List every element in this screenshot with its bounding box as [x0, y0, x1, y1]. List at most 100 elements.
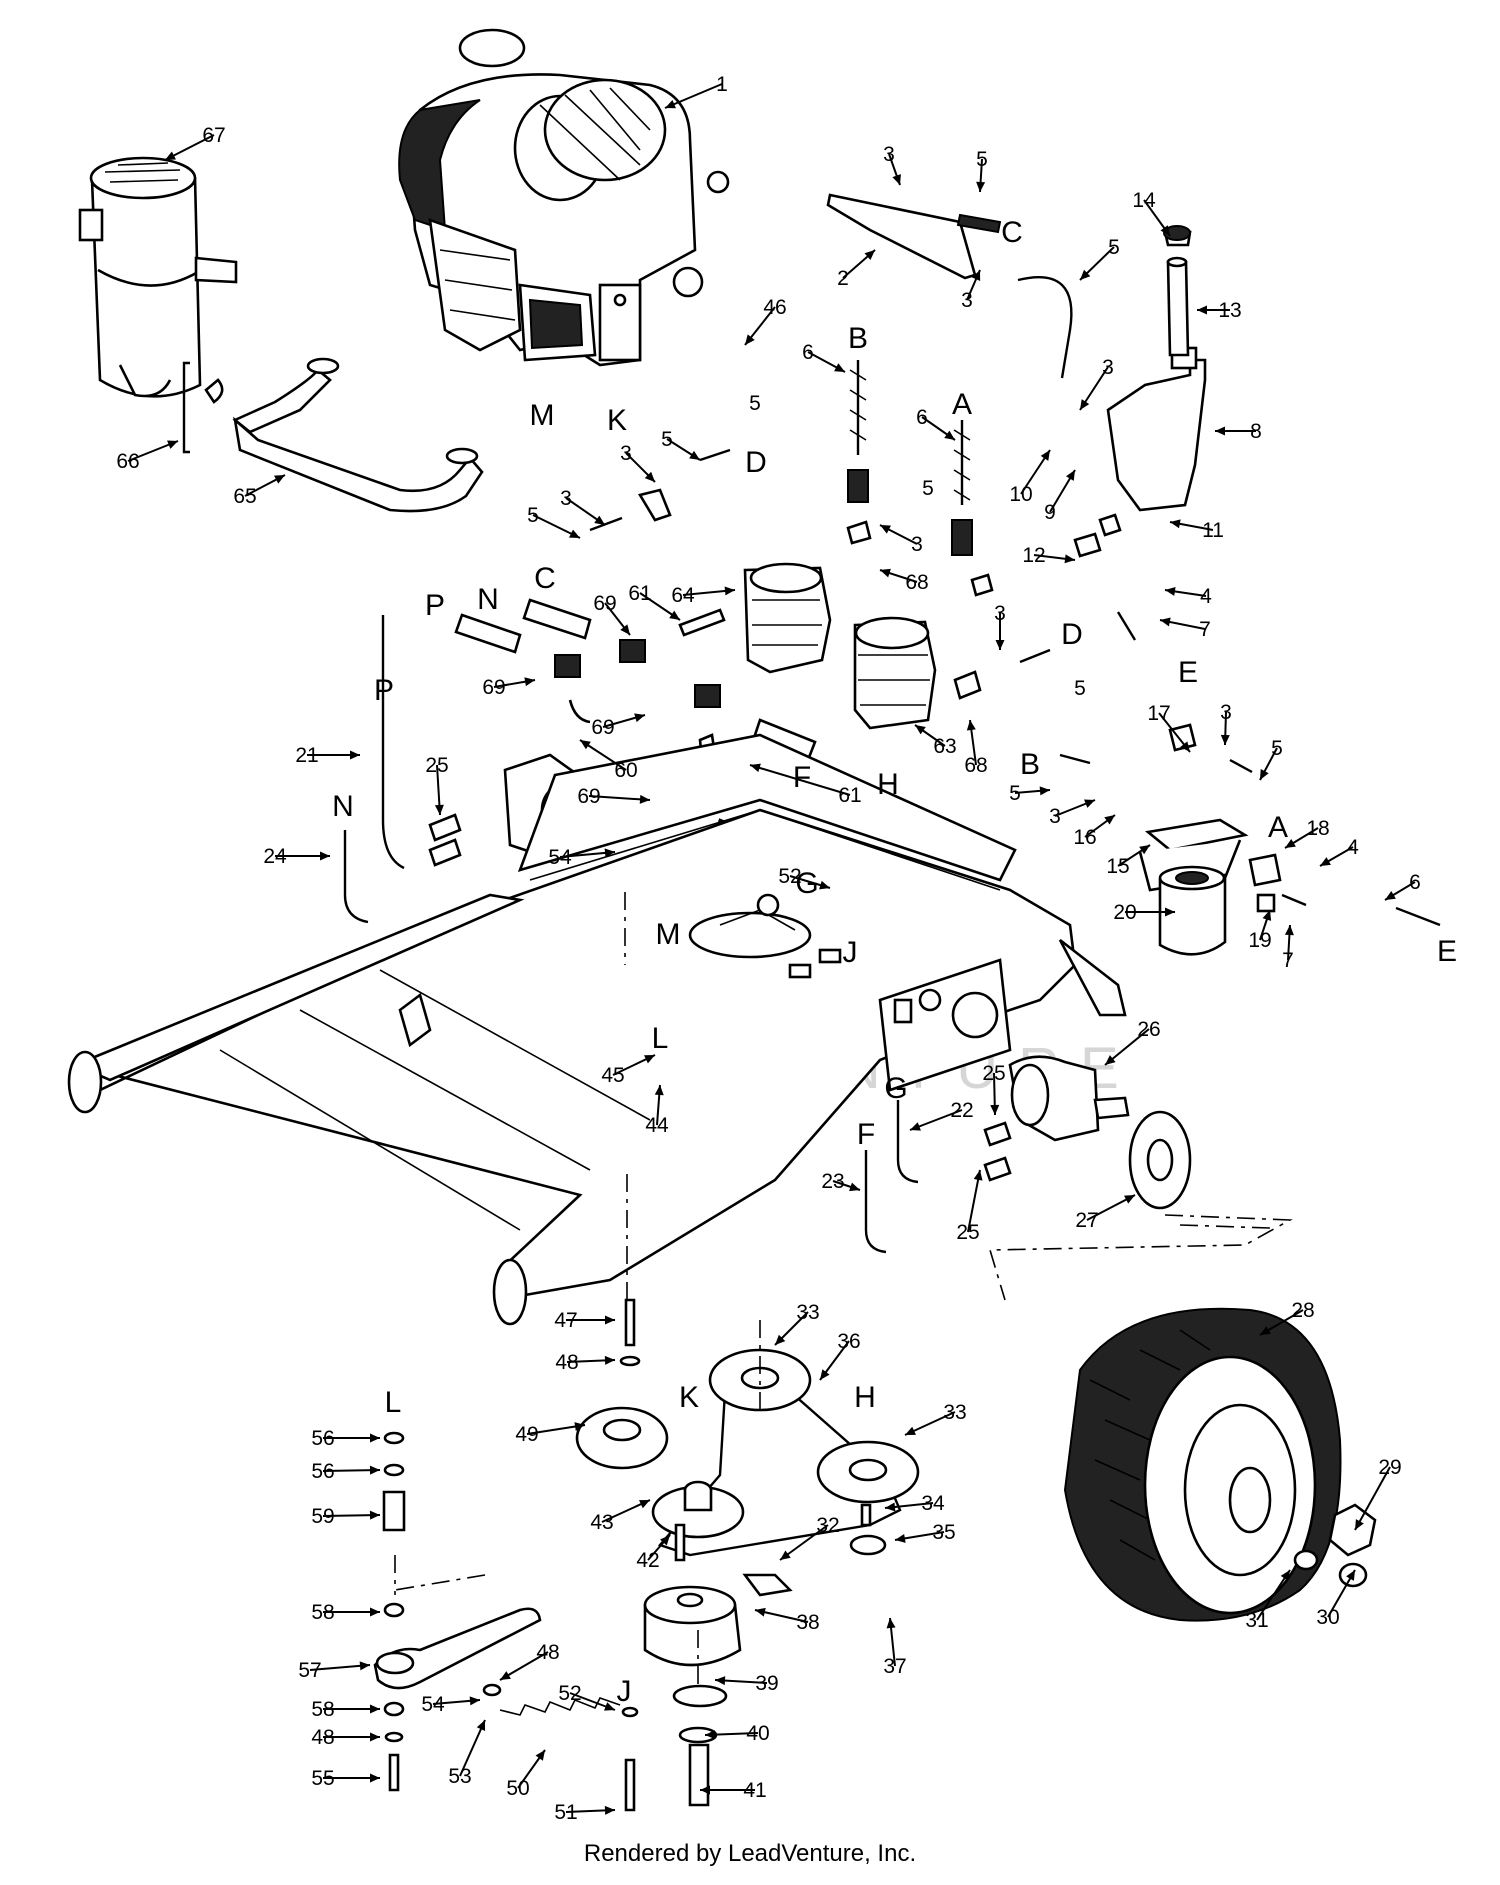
callout-6a: 6	[802, 341, 814, 364]
callout-3a: 3	[883, 143, 895, 166]
leader-arrow-48a	[604, 1355, 615, 1365]
leader-arrow-44	[654, 1085, 664, 1096]
leader-arrow-30	[1346, 1570, 1355, 1581]
callout-56b: 56	[311, 1460, 334, 1483]
callout-39: 39	[755, 1672, 778, 1695]
tire-and-wheel	[1063, 1307, 1377, 1622]
callout-24: 24	[263, 845, 287, 868]
leader-arrow-18	[1285, 838, 1296, 848]
callout-61a: 61	[628, 582, 651, 605]
leader-arrow-56b	[369, 1465, 380, 1475]
leader-arrow-5a	[976, 181, 986, 192]
callout-61b: 61	[838, 784, 861, 807]
leader-arrow-29	[1355, 1519, 1364, 1530]
leader-arrow-48b	[500, 1671, 511, 1680]
hydraulic-tank	[1106, 225, 1207, 512]
callout-5g: 5	[1074, 677, 1086, 700]
leader-arrow-9	[1066, 470, 1075, 481]
filter-assembly	[1138, 818, 1249, 956]
leader-arrow-61a	[669, 610, 680, 620]
connection-letter-M1: M	[530, 399, 555, 432]
leader-arrow-20	[1165, 907, 1175, 917]
leader-line-61b	[749, 764, 851, 796]
callout-5c: 5	[749, 392, 761, 415]
callout-42: 42	[636, 1549, 659, 1572]
connection-letter-P2: P	[374, 674, 394, 707]
leader-arrow-31	[1280, 1570, 1290, 1581]
leader-arrow-21	[350, 750, 360, 760]
callout-34: 34	[921, 1492, 945, 1515]
connection-letter-J2: J	[617, 1675, 632, 1708]
callout-69a: 69	[593, 592, 616, 615]
idler-arm-assembly	[373, 1431, 639, 1812]
leader-arrow-5b	[1080, 269, 1091, 280]
callout-5d: 5	[661, 428, 673, 451]
callout-19: 19	[1248, 929, 1271, 952]
leader-arrow-65	[274, 475, 285, 484]
connection-letter-A2: A	[1268, 811, 1288, 844]
leader-arrow-67	[165, 151, 176, 160]
callout-68a: 68	[905, 571, 928, 594]
leader-arrow-60	[580, 740, 591, 750]
leader-arrow-2	[864, 250, 875, 260]
leader-arrow-17	[1180, 741, 1190, 752]
leader-arrow-7a	[1160, 617, 1171, 627]
leader-arrow-54b	[469, 1696, 480, 1706]
callout-58a: 58	[311, 1601, 334, 1624]
leader-arrow-15	[1139, 845, 1150, 855]
callout-17: 17	[1147, 702, 1170, 725]
callout-40: 40	[746, 1722, 769, 1745]
callout-3e: 3	[560, 487, 572, 510]
leader-arrow-51	[604, 1805, 615, 1815]
connection-letter-D1: D	[745, 446, 767, 479]
leader-arrow-6a	[834, 363, 845, 372]
leader-arrow-8	[1215, 426, 1225, 436]
callout-38: 38	[796, 1611, 819, 1634]
connection-letter-F1: F	[793, 761, 811, 794]
leader-line-53	[459, 1719, 486, 1777]
footer-credit: Rendered by LeadVenture, Inc.	[583, 1840, 917, 1867]
leader-arrow-3i	[1084, 799, 1095, 808]
callout-12: 12	[1022, 544, 1045, 567]
connection-letter-K1: K	[607, 404, 627, 437]
leader-arrow-11	[1170, 519, 1181, 529]
leader-arrow-24	[320, 851, 330, 861]
connection-letter-B2: B	[1020, 748, 1040, 781]
leader-arrow-14	[1160, 225, 1170, 236]
callout-63: 63	[933, 735, 956, 758]
callout-5i: 5	[1009, 782, 1021, 805]
connection-letter-M2: M	[656, 918, 681, 951]
connection-letter-N2: N	[332, 790, 354, 823]
callout-33a: 33	[796, 1301, 819, 1324]
callout-69b: 69	[482, 676, 505, 699]
leader-arrow-19	[1262, 910, 1272, 921]
leader-arrow-16	[1104, 815, 1115, 825]
engine-assembly	[398, 28, 730, 367]
leader-arrow-4b	[1320, 857, 1331, 866]
leader-arrow-27	[1124, 1195, 1135, 1204]
leader-arrow-56a	[370, 1433, 380, 1443]
leader-arrow-48c	[370, 1732, 380, 1742]
leader-arrow-10	[1040, 450, 1050, 461]
callout-13: 13	[1218, 299, 1241, 322]
callout-18: 18	[1306, 817, 1329, 840]
leader-arrow-5e	[569, 529, 580, 538]
callout-27: 27	[1075, 1209, 1098, 1232]
leader-arrow-52b	[604, 1702, 615, 1711]
callout-48b: 48	[536, 1641, 559, 1664]
callout-67: 67	[202, 124, 225, 147]
connection-letter-D2: D	[1061, 618, 1083, 651]
leader-arrow-3c	[1080, 399, 1090, 410]
leader-arrow-58b	[370, 1704, 380, 1714]
connection-letter-P1: P	[425, 589, 445, 622]
leader-arrow-69c	[634, 713, 645, 723]
leader-arrow-41	[700, 1785, 710, 1795]
leader-arrow-46	[745, 334, 755, 345]
callout-25a: 25	[425, 754, 448, 777]
leader-arrow-5i	[1039, 786, 1050, 796]
leader-arrow-53	[476, 1720, 486, 1731]
callout-64: 64	[671, 584, 695, 607]
leader-arrow-33a	[775, 1334, 786, 1345]
callout-69c: 69	[591, 716, 614, 739]
callout-41: 41	[743, 1779, 766, 1802]
